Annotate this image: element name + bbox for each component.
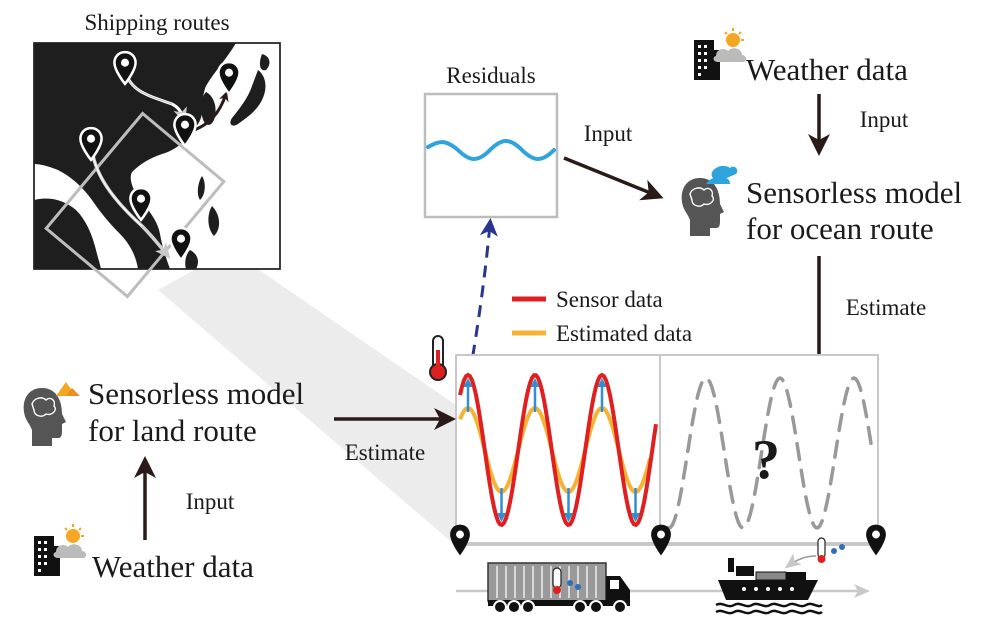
legend-estimated-label: Estimated data [556,321,692,346]
refrigerated-truck-icon [487,562,630,614]
route-land-inner [91,149,143,227]
pin-middle-icon [651,524,671,556]
legend-sensor-label: Sensor data [556,287,663,312]
land-model-line1: Sensorless model [88,376,304,411]
shipping-routes-title: Shipping routes [84,10,229,35]
residual-extract-arrow [464,218,498,397]
residuals-input-arrow [563,156,664,201]
legend: Sensor data Estimated data [512,287,692,346]
temperature-chart: ? [455,354,879,546]
pin-start-icon [450,524,470,556]
land-model-line2: for land route [88,413,257,448]
city-weather-icon [694,28,747,80]
weather-top: Weather data [694,28,908,87]
brain-head-icon [681,165,738,236]
ocean-model-line1: Sensorless model [746,175,962,210]
weather-bottom-label: Weather data [92,549,254,584]
ocean-predicted-wave [666,376,874,530]
residual-wave [426,139,556,161]
shipping-routes-panel: Shipping routes [33,10,281,299]
asia-map [34,43,270,269]
land-estimate-label: Estimate [345,440,425,465]
land-model: Sensorless model for land route [23,376,304,448]
ocean-model-line2: for ocean route [746,211,934,246]
city-weather-icon [34,524,87,576]
weather-bottom: Weather data [34,524,254,584]
sensor-data-line [458,372,658,528]
pin-end-icon [866,524,886,556]
ocean-estimate-label: Estimate [846,295,926,320]
weather-bottom-input-label: Input [186,489,235,514]
unknown-mark: ? [752,429,780,491]
weather-top-input-label: Input [860,107,909,132]
brain-head-icon [23,382,80,446]
cargo-ship-icon [715,537,845,615]
weather-top-label: Weather data [746,52,908,87]
thermometer-icon [429,335,447,381]
residuals-input-label: Input [584,121,633,146]
residuals-panel: Residuals [423,63,559,219]
residuals-title: Residuals [446,63,535,88]
ocean-model: Sensorless model for ocean route [681,165,962,246]
